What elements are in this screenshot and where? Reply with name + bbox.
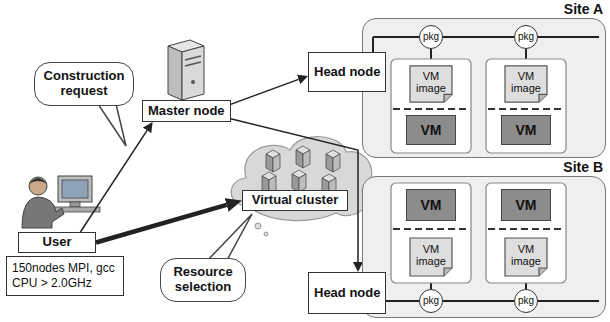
cube-face [266,154,273,172]
cube-face [333,154,340,172]
node-text: pkg [518,296,534,306]
node-text: Virtual cluster [252,193,338,208]
callout-bubble: Resource selection [160,258,246,302]
vm-box: VM [406,189,456,221]
cube-face [296,150,303,168]
cloud-shape [231,137,371,221]
thought-dot [264,232,268,236]
node-text: Head node [314,286,380,301]
head-node-box: Head node [308,272,386,314]
thick-arrow [96,205,227,243]
connector-arrow [231,119,358,262]
vm-image-doc: VM image [504,237,548,277]
package-circle: pkg [419,25,443,49]
cube-face [273,154,280,172]
node-text: VM [421,122,442,138]
callout-tail [206,214,252,262]
connector-arrow [231,79,299,104]
vm-box: VM [501,115,551,145]
node-text: VM [516,197,537,213]
node-text: VM image [507,244,545,267]
node-text: VM image [412,71,450,94]
package-circle: pkg [514,289,538,313]
head-node-box: Head node [308,52,386,92]
vm-box: VM [501,189,551,221]
cube-face [326,154,333,172]
package-circle: pkg [419,289,443,313]
cluster-label-box: Virtual cluster [242,190,348,211]
node-text: VM [421,197,442,213]
thought-dot [255,223,261,229]
master-node-box: Master node [142,100,231,122]
site-network [363,177,607,319]
node-text: Head node [314,65,380,80]
node-text: pkg [423,296,439,306]
site-heading: Site B [563,160,603,175]
package-circle: pkg [514,25,538,49]
vm-box: VM [406,115,456,145]
node-text: User [43,235,72,250]
node-text: VM image [507,71,545,94]
site-panel: Site BVMVMVM imageVM imagepkgpkg [362,176,606,318]
node-text: VM image [412,244,450,267]
site-network [363,19,607,159]
requirement-box: 150nodes MPI, gcc CPU > 2.0GHz [6,256,124,296]
server-cubes [262,146,340,196]
node-text: pkg [423,32,439,42]
node-text: VM [516,122,537,138]
site-panel: Site ApkgpkgVM imageVMVM imageVM [362,18,606,158]
callout-tail [98,104,126,146]
node-text: 150nodes MPI, gcc CPU > 2.0GHz [12,261,118,291]
connector-arrow [80,130,147,232]
node-text: Construction request [39,69,129,99]
node-text: pkg [518,32,534,42]
site-heading: Site A [564,2,603,17]
vm-image-doc: VM image [409,65,453,103]
vm-image-doc: VM image [504,65,548,103]
node-text: Master node [148,104,225,119]
user-label-box: User [18,232,96,253]
vm-image-doc: VM image [409,237,453,277]
node-text: Resource selection [165,265,241,295]
cube-face [303,150,310,168]
callout-bubble: Construction request [34,62,134,106]
server-icon [168,40,204,100]
